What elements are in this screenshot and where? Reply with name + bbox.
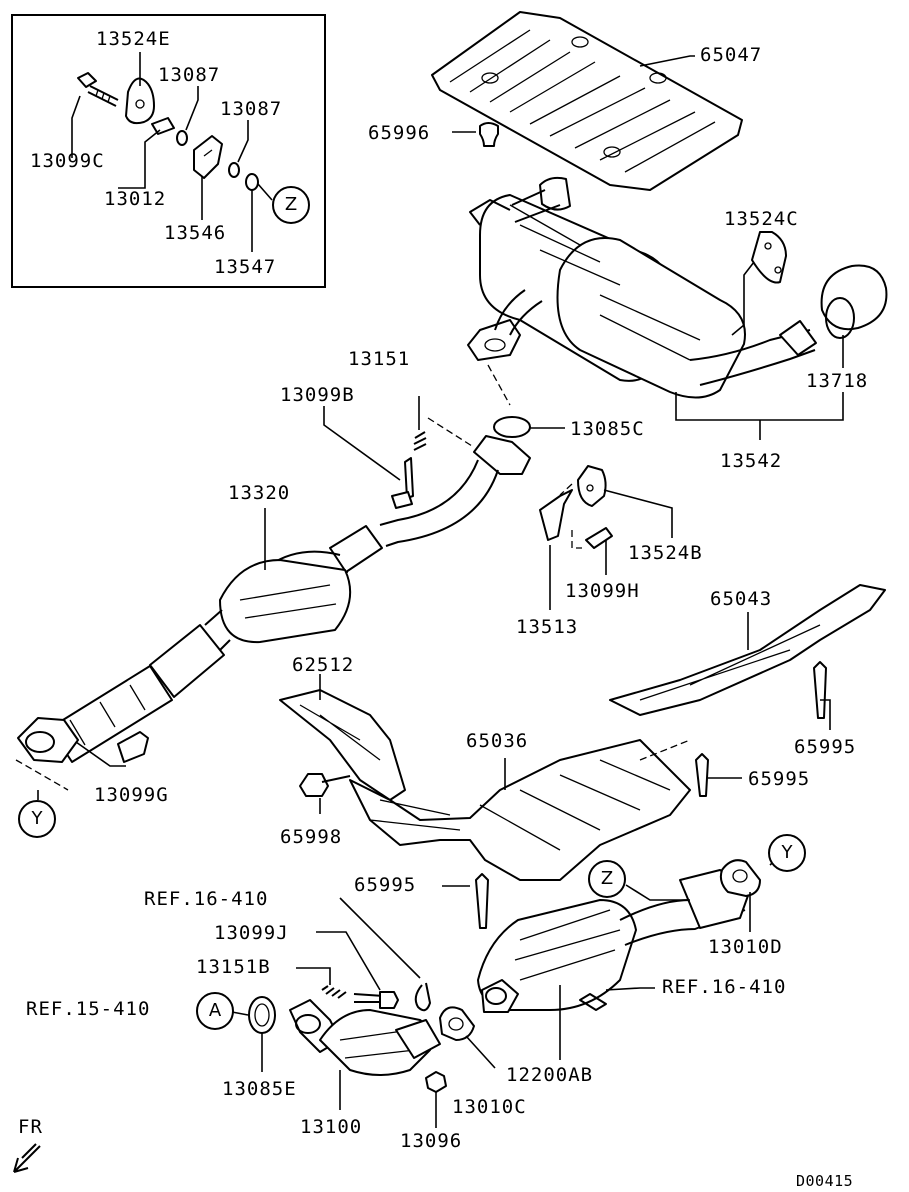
label-13099c: 13099C bbox=[30, 150, 105, 172]
label-13087-b: 13087 bbox=[220, 98, 283, 120]
bolt-13099b bbox=[391, 457, 414, 509]
gasket-13085c bbox=[493, 416, 531, 438]
nut-13547 bbox=[245, 173, 259, 191]
label-65036: 65036 bbox=[466, 730, 529, 752]
label-65047: 65047 bbox=[700, 44, 763, 66]
washer-13087-a bbox=[176, 130, 188, 146]
gasket-13085e bbox=[248, 996, 276, 1034]
label-13099b: 13099B bbox=[280, 384, 355, 406]
label-65995-c: 65995 bbox=[354, 874, 417, 896]
gasket-13010c bbox=[439, 1006, 475, 1041]
callout-z-main: Z bbox=[588, 860, 626, 898]
label-65996: 65996 bbox=[368, 122, 431, 144]
label-13151: 13151 bbox=[348, 348, 411, 370]
label-13010c: 13010C bbox=[452, 1096, 527, 1118]
label-62512: 62512 bbox=[292, 654, 355, 676]
bolt-13099h bbox=[585, 527, 613, 549]
callout-y-left: Y bbox=[18, 800, 56, 838]
callout-y-right: Y bbox=[768, 834, 806, 872]
heat-protector-65036 bbox=[349, 739, 691, 881]
gasket-13010d bbox=[719, 859, 761, 897]
label-13099j: 13099J bbox=[214, 922, 289, 944]
inset-frame bbox=[11, 14, 326, 288]
label-13542: 13542 bbox=[720, 450, 783, 472]
bolt-65995-c bbox=[475, 873, 489, 929]
nut-13096 bbox=[425, 1071, 447, 1093]
heat-protector-65047 bbox=[431, 11, 743, 191]
label-13524b: 13524B bbox=[628, 542, 703, 564]
label-13524c: 13524C bbox=[724, 208, 799, 230]
label-65043: 65043 bbox=[710, 588, 773, 610]
center-pipe-13320 bbox=[17, 435, 531, 763]
label-13085e: 13085E bbox=[222, 1078, 297, 1100]
collar-13012 bbox=[151, 117, 175, 135]
label-13320: 13320 bbox=[228, 482, 291, 504]
label-13099g: 13099G bbox=[94, 784, 169, 806]
heat-protector-65043 bbox=[609, 584, 886, 716]
label-13513: 13513 bbox=[516, 616, 579, 638]
bolt-65995-a bbox=[813, 661, 827, 719]
label-13524e: 13524E bbox=[96, 28, 171, 50]
fr-arrow-icon bbox=[13, 1145, 41, 1173]
label-13546: 13546 bbox=[164, 222, 227, 244]
bolt-13099g bbox=[117, 731, 149, 763]
bolt-13099c bbox=[77, 72, 119, 107]
label-13010d: 13010D bbox=[708, 936, 783, 958]
bracket-13513 bbox=[539, 489, 573, 541]
bolt-65998 bbox=[299, 773, 329, 797]
label-65998: 65998 bbox=[280, 826, 343, 848]
label-13547: 13547 bbox=[214, 256, 277, 278]
label-13718: 13718 bbox=[806, 370, 869, 392]
label-13099h: 13099H bbox=[565, 580, 640, 602]
muffler-13542 bbox=[467, 176, 817, 399]
label-13096: 13096 bbox=[400, 1130, 463, 1152]
label-13012: 13012 bbox=[104, 188, 167, 210]
label-ref-16-410-a: REF.16-410 bbox=[144, 888, 269, 910]
hanger-13524c bbox=[751, 231, 787, 284]
label-ref-15-410: REF.15-410 bbox=[26, 998, 151, 1020]
spring-13151b bbox=[321, 985, 347, 999]
hanger-13524e bbox=[125, 77, 155, 125]
callout-z-inset: Z bbox=[272, 186, 310, 224]
label-13087-a: 13087 bbox=[158, 64, 221, 86]
front-pipe-13100 bbox=[289, 999, 441, 1076]
label-ref-16-410-b: REF.16-410 bbox=[662, 976, 787, 998]
tail-tip-13718 bbox=[820, 264, 888, 339]
bolt-65995-b bbox=[695, 753, 709, 797]
label-13085c: 13085C bbox=[570, 418, 645, 440]
label-fr: FR bbox=[18, 1116, 43, 1138]
clip-65996 bbox=[479, 122, 499, 147]
label-13100: 13100 bbox=[300, 1116, 363, 1138]
washer-13087-b bbox=[228, 162, 240, 178]
heat-protector-62512 bbox=[279, 689, 406, 801]
spring-13151 bbox=[413, 431, 427, 451]
label-13151b: 13151B bbox=[196, 956, 271, 978]
document-code: D00415 bbox=[796, 1172, 854, 1190]
callout-a: A bbox=[196, 992, 234, 1030]
bracket-13546 bbox=[193, 135, 223, 179]
label-12200ab: 12200AB bbox=[506, 1064, 594, 1086]
label-65995-a: 65995 bbox=[794, 736, 857, 758]
label-65995-b: 65995 bbox=[748, 768, 811, 790]
